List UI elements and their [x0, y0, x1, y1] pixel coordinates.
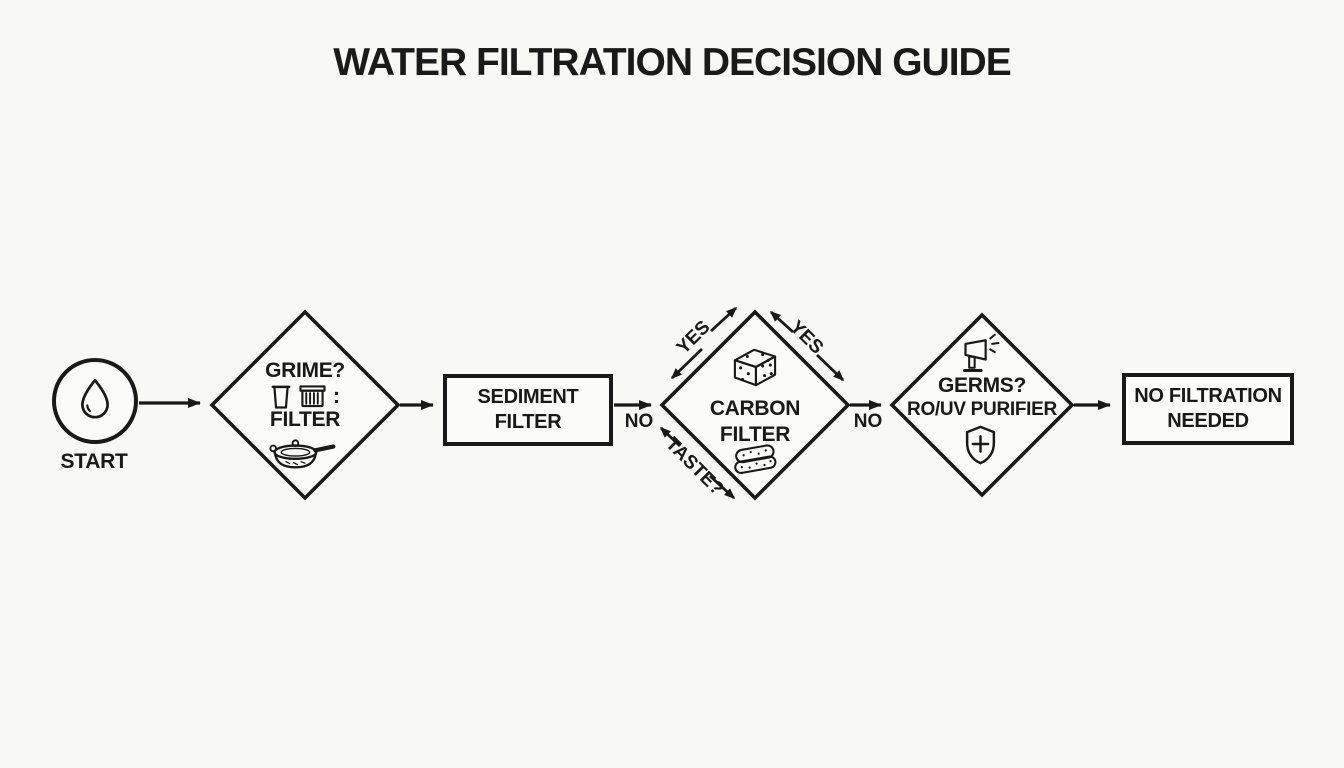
grime-action: FILTER: [269, 408, 341, 431]
yes-left-arrow-up: [710, 306, 738, 333]
taste-arrow-up: [659, 426, 681, 448]
sponge-icon: [734, 444, 777, 474]
filter-cartridge-icon: [299, 384, 326, 407]
sediment-filter-box: SEDIMENT FILTER: [443, 374, 613, 446]
carbon-line2: FILTER: [719, 423, 791, 446]
start-label: START: [60, 450, 128, 473]
sediment-filter-line1: SEDIMENT: [477, 386, 579, 408]
yes-left-arrow-down: [670, 347, 703, 380]
edge-label-no-carbon: NO: [853, 411, 883, 432]
start-node: [52, 358, 138, 444]
cup-icon: [271, 385, 291, 409]
carbon-decision-diamond: [659, 309, 851, 501]
page-title: WATER FILTRATION DECISION GUIDE: [333, 41, 1011, 84]
carbon-block-icon: [733, 348, 777, 387]
sediment-filter-line2: FILTER: [494, 411, 562, 433]
germs-action: RO/UV PURIFIER: [907, 399, 1057, 420]
edge-label-no-sediment: NO: [624, 411, 654, 432]
germs-decision-diamond: [889, 312, 1075, 498]
strainer-icon: [269, 439, 336, 469]
yes-right-arrow-down: [816, 353, 845, 382]
no-filtration-line2: NEEDED: [1167, 410, 1249, 432]
taste-arrow-down: [709, 474, 736, 500]
grime-question: GRIME?: [265, 359, 345, 382]
yes-right-arrow-up: [769, 310, 794, 334]
grime-icon-colon: :: [332, 383, 341, 408]
no-filtration-line1: NO FILTRATION: [1134, 385, 1282, 407]
grime-icon-row: :: [250, 380, 360, 412]
shield-plus-icon: [965, 425, 996, 465]
carbon-line1: CARBON: [709, 397, 801, 420]
no-filtration-box: NO FILTRATION NEEDED: [1122, 373, 1294, 445]
germs-question: GERMS?: [937, 374, 1027, 397]
uv-lamp-icon: [963, 333, 1000, 373]
water-drop-icon: [81, 378, 109, 419]
